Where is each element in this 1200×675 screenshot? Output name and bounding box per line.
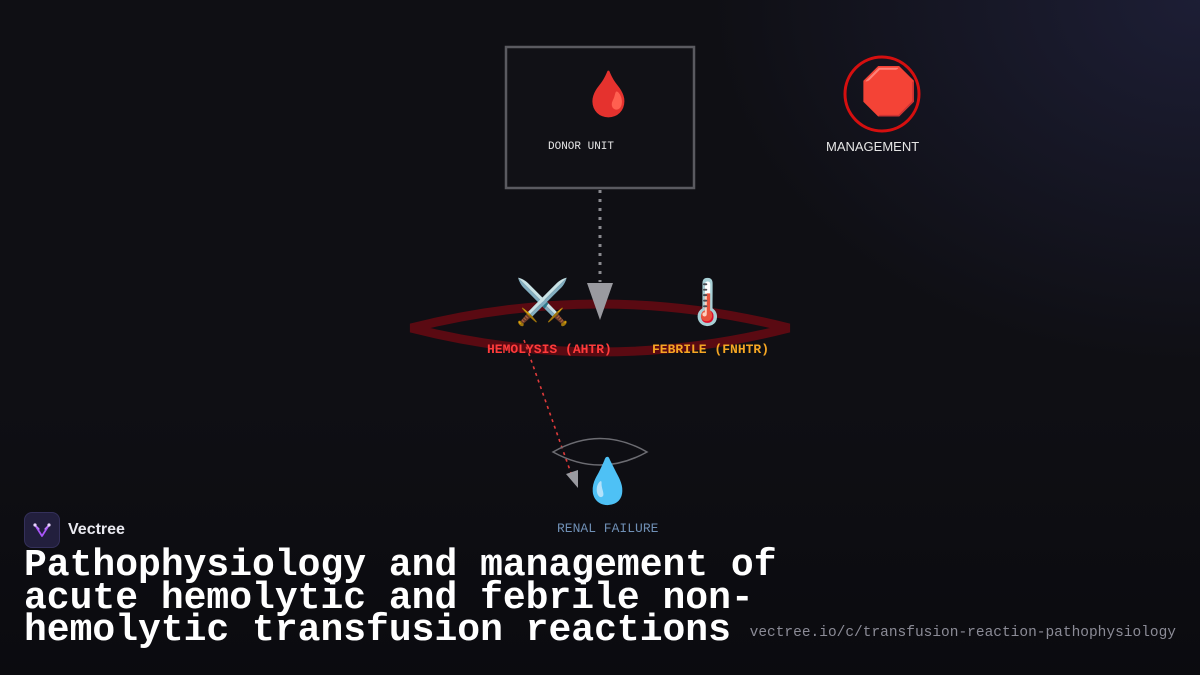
renal-connector (523, 339, 573, 477)
water-drop-icon: 💧 (580, 456, 635, 507)
vectree-logo-icon (24, 512, 60, 548)
management-ring (843, 55, 921, 133)
stop-sign-icon: 🛑 (860, 64, 918, 118)
donor-arrow-head (587, 283, 613, 320)
brand-name: Vectree (68, 521, 125, 538)
crossed-swords-icon: ⚔️ (515, 277, 570, 328)
renal-failure-label: RENAL FAILURE (557, 521, 659, 536)
reaction-ring (409, 299, 791, 357)
renal-lens (551, 437, 649, 466)
management-label: MANAGEMENT (826, 139, 920, 154)
source-url: vectree.io/c/transfusion-reaction-pathop… (749, 625, 1176, 641)
thermometer-icon: 🌡️ (680, 277, 735, 328)
brand: Vectree (24, 512, 125, 548)
hemolysis-label: HEMOLYSIS (AHTR) (487, 342, 612, 357)
renal-arrow-head (566, 470, 578, 488)
donor-unit-label: DONOR UNIT (548, 141, 615, 153)
donor-unit-box (504, 45, 696, 190)
febrile-label: FEBRILE (FNHTR) (652, 342, 770, 357)
page-title: Pathophysiology and management of acute … (24, 544, 777, 652)
blood-drop-icon: 🩸 (581, 69, 636, 120)
